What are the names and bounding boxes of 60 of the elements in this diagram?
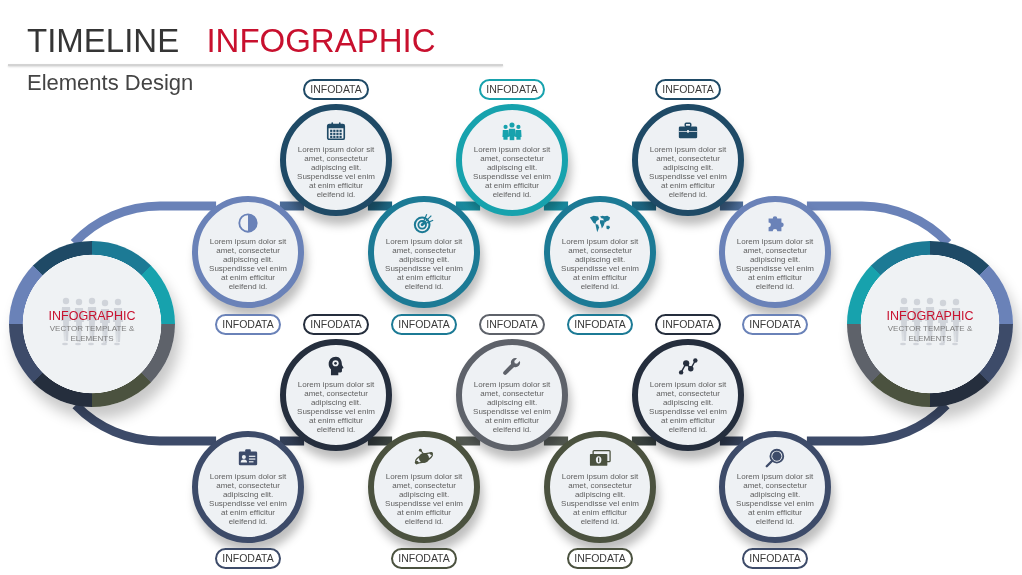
- subtitle-text: VECTOR TEMPLATE & ELEMENTS: [48, 324, 136, 343]
- track-line: [719, 201, 744, 211]
- heading-text: INFOGRAPHIC: [886, 309, 974, 323]
- tag-label: INFODATA: [391, 547, 457, 569]
- track-line: [367, 436, 393, 446]
- step-circle: [192, 196, 304, 308]
- tag-label: INFODATA: [479, 313, 545, 335]
- track-line: [543, 436, 569, 446]
- title-text: TIMELINE INFOGRAPHIC: [27, 22, 436, 60]
- step-circle: [368, 431, 480, 543]
- tag-label: INFODATA: [215, 313, 281, 335]
- heading-text: INFOGRAPHIC: [48, 309, 136, 323]
- tag-label: INFODATA: [303, 313, 369, 335]
- tag-label: INFODATA: [655, 313, 721, 335]
- body-text: Lorem ipsum dolor sit amet, consectetur adipiscing elit. Suspendisse vel enim at enim efficitur eleifend id.: [560, 471, 640, 526]
- step-circle: [544, 431, 656, 543]
- step-circle: [280, 339, 392, 451]
- track-line: [367, 201, 393, 211]
- step-circle: [719, 431, 831, 543]
- step-circle: [719, 196, 831, 308]
- step-circle: [192, 431, 304, 543]
- tag-label: INFODATA: [215, 547, 281, 569]
- track-line: [719, 436, 744, 446]
- body-text: Lorem ipsum dolor sit amet, consectetur adipiscing elit. Suspendisse vel enim at enim efficitur eleifend id.: [735, 471, 815, 526]
- track-line: [279, 436, 305, 446]
- body-text: Lorem ipsum dolor sit amet, consectetur adipiscing elit. Suspendisse vel enim at enim efficitur eleifend id.: [648, 144, 728, 199]
- step-circle: [456, 104, 568, 216]
- body-text: Lorem ipsum dolor sit amet, consectetur adipiscing elit. Suspendisse vel enim at enim efficitur eleifend id.: [296, 379, 376, 434]
- track-line: [631, 436, 657, 446]
- track-line: [279, 201, 305, 211]
- body-text: Lorem ipsum dolor sit amet, consectetur adipiscing elit. Suspendisse vel enim at enim efficitur eleifend id.: [384, 236, 464, 291]
- tag-label: INFODATA: [479, 78, 545, 100]
- step-circle: [632, 339, 744, 451]
- body-text: Lorem ipsum dolor sit amet, consectetur adipiscing elit. Suspendisse vel enim at enim efficitur eleifend id.: [208, 236, 288, 291]
- tag-label: INFODATA: [655, 78, 721, 100]
- body-text: Lorem ipsum dolor sit amet, consectetur adipiscing elit. Suspendisse vel enim at enim efficitur eleifend id.: [208, 471, 288, 526]
- tag-label: INFODATA: [303, 78, 369, 100]
- tag-label: INFODATA: [742, 547, 808, 569]
- track-line: [631, 201, 657, 211]
- tag-label: INFODATA: [391, 313, 457, 335]
- body-text: Lorem ipsum dolor sit amet, consectetur adipiscing elit. Suspendisse vel enim at enim efficitur eleifend id.: [384, 471, 464, 526]
- tag-label: INFODATA: [567, 547, 633, 569]
- body-text: Lorem ipsum dolor sit amet, consectetur adipiscing elit. Suspendisse vel enim at enim efficitur eleifend id.: [735, 236, 815, 291]
- body-text: Lorem ipsum dolor sit amet, consectetur adipiscing elit. Suspendisse vel enim at enim efficitur eleifend id.: [472, 379, 552, 434]
- body-text: Lorem ipsum dolor sit amet, consectetur adipiscing elit. Suspendisse vel enim at enim efficitur eleifend id.: [472, 144, 552, 199]
- subtitle-text: Elements Design: [27, 70, 194, 96]
- body-text: Lorem ipsum dolor sit amet, consectetur adipiscing elit. Suspendisse vel enim at enim efficitur eleifend id.: [648, 379, 728, 434]
- track-line: [455, 436, 481, 446]
- tag-label: INFODATA: [567, 313, 633, 335]
- track-line: [455, 201, 481, 211]
- step-circle: [544, 196, 656, 308]
- tag-label: INFODATA: [742, 313, 808, 335]
- track-line: [543, 201, 569, 211]
- subtitle-text: VECTOR TEMPLATE & ELEMENTS: [886, 324, 974, 343]
- body-text: Lorem ipsum dolor sit amet, consectetur adipiscing elit. Suspendisse vel enim at enim efficitur eleifend id.: [296, 144, 376, 199]
- step-circle: [368, 196, 480, 308]
- step-circle: [632, 104, 744, 216]
- step-circle: [456, 339, 568, 451]
- step-circle: [280, 104, 392, 216]
- body-text: Lorem ipsum dolor sit amet, consectetur adipiscing elit. Suspendisse vel enim at enim efficitur eleifend id.: [560, 236, 640, 291]
